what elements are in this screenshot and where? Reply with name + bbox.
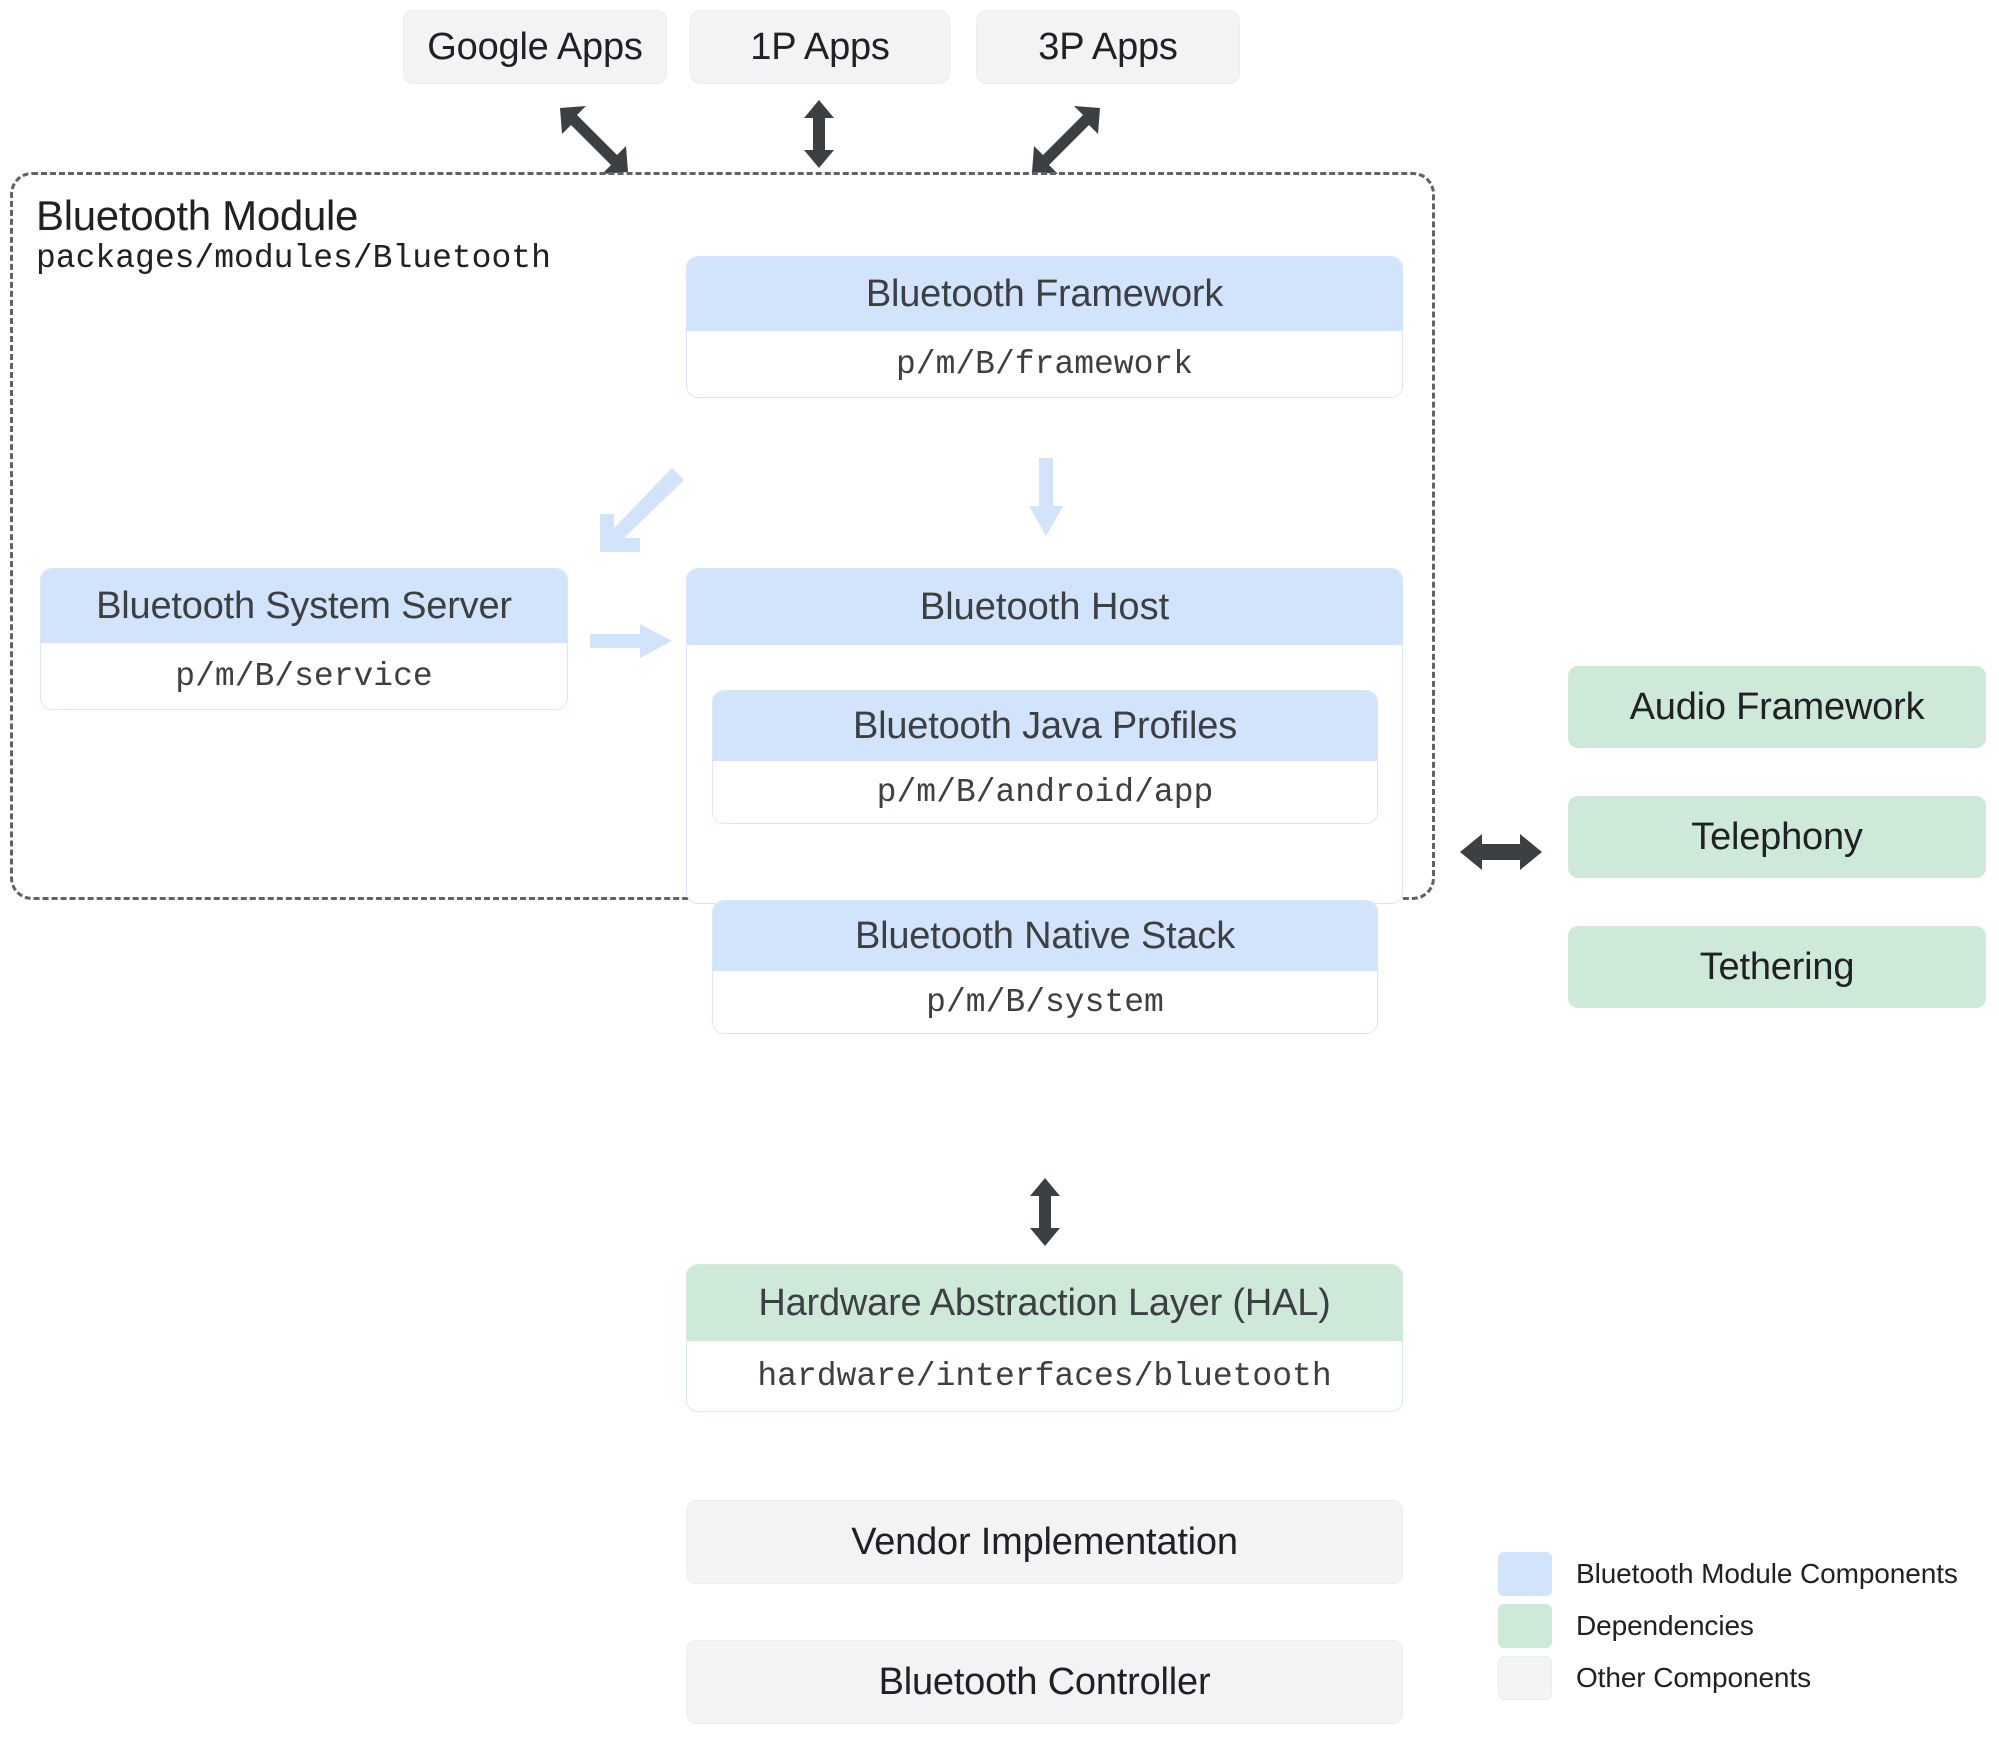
module-title-group: Bluetooth Module packages/modules/Blueto… bbox=[36, 192, 551, 277]
1p-apps-box[interactable]: 1P Apps bbox=[690, 10, 950, 84]
module-title: Bluetooth Module bbox=[36, 192, 359, 239]
3p-apps-label: 3P Apps bbox=[1038, 25, 1178, 68]
dependency-audio-framework-box[interactable]: Audio Framework bbox=[1568, 666, 1986, 748]
legend-label-dependencies: Dependencies bbox=[1576, 1610, 1754, 1641]
legend-label-module-components: Bluetooth Module Components bbox=[1576, 1558, 1958, 1589]
bluetooth-native-stack-path: p/m/B/system bbox=[713, 971, 1377, 1033]
bluetooth-system-server-title: Bluetooth System Server bbox=[41, 569, 567, 643]
framework-to-system-server-diagonal-arrow-icon bbox=[600, 468, 684, 552]
bluetooth-controller-box[interactable]: Bluetooth Controller bbox=[686, 1640, 1403, 1724]
legend-label-other-components: Other Components bbox=[1576, 1662, 1811, 1693]
dependency-telephony-box[interactable]: Telephony bbox=[1568, 796, 1986, 878]
1p-apps-label: 1P Apps bbox=[750, 25, 890, 68]
host-to-dependencies-bidirectional-arrow-icon bbox=[1460, 834, 1542, 870]
bluetooth-system-server-card[interactable]: Bluetooth System Server p/m/B/service bbox=[40, 568, 568, 710]
legend: Bluetooth Module Components Dependencies… bbox=[1498, 1548, 1958, 1704]
bluetooth-java-profiles-card[interactable]: Bluetooth Java Profiles p/m/B/android/ap… bbox=[712, 690, 1378, 824]
legend-swatch-module-components bbox=[1498, 1552, 1552, 1596]
bluetooth-java-profiles-title: Bluetooth Java Profiles bbox=[713, 691, 1377, 761]
dependency-tethering-box[interactable]: Tethering bbox=[1568, 926, 1986, 1008]
legend-row-module-components: Bluetooth Module Components bbox=[1498, 1548, 1958, 1600]
diagonal-nwse-bidirectional-arrow-icon bbox=[560, 106, 628, 174]
bluetooth-controller-label: Bluetooth Controller bbox=[878, 1660, 1211, 1703]
bluetooth-host-title: Bluetooth Host bbox=[687, 569, 1402, 645]
vertical-bidirectional-arrow-icon bbox=[804, 100, 834, 168]
hal-card[interactable]: Hardware Abstraction Layer (HAL) hardwar… bbox=[686, 1264, 1403, 1412]
dependency-telephony-label: Telephony bbox=[1691, 815, 1863, 858]
bluetooth-framework-card[interactable]: Bluetooth Framework p/m/B/framework bbox=[686, 256, 1403, 398]
google-apps-box[interactable]: Google Apps bbox=[403, 10, 667, 84]
hal-title: Hardware Abstraction Layer (HAL) bbox=[687, 1265, 1402, 1341]
hal-path: hardware/interfaces/bluetooth bbox=[687, 1341, 1402, 1411]
module-to-hal-bidirectional-arrow-icon bbox=[1030, 1178, 1060, 1246]
bluetooth-framework-path: p/m/B/framework bbox=[687, 331, 1402, 397]
legend-swatch-other-components bbox=[1498, 1656, 1552, 1700]
module-path: packages/modules/Bluetooth bbox=[36, 240, 551, 277]
framework-to-host-down-arrow-icon bbox=[1029, 458, 1063, 536]
bluetooth-java-profiles-path: p/m/B/android/app bbox=[713, 761, 1377, 823]
bluetooth-native-stack-card[interactable]: Bluetooth Native Stack p/m/B/system bbox=[712, 900, 1378, 1034]
system-server-to-host-right-arrow-icon bbox=[590, 624, 672, 658]
bluetooth-native-stack-title: Bluetooth Native Stack bbox=[713, 901, 1377, 971]
legend-row-other-components: Other Components bbox=[1498, 1652, 1958, 1704]
vendor-implementation-label: Vendor Implementation bbox=[851, 1520, 1238, 1563]
vendor-implementation-box[interactable]: Vendor Implementation bbox=[686, 1500, 1403, 1584]
legend-row-dependencies: Dependencies bbox=[1498, 1600, 1958, 1652]
bluetooth-system-server-path: p/m/B/service bbox=[41, 643, 567, 709]
diagonal-nesw-bidirectional-arrow-icon bbox=[1032, 106, 1100, 174]
google-apps-label: Google Apps bbox=[427, 25, 643, 68]
bluetooth-framework-title: Bluetooth Framework bbox=[687, 257, 1402, 331]
3p-apps-box[interactable]: 3P Apps bbox=[976, 10, 1240, 84]
dependency-audio-framework-label: Audio Framework bbox=[1629, 685, 1925, 728]
dependency-tethering-label: Tethering bbox=[1699, 945, 1855, 988]
legend-swatch-dependencies bbox=[1498, 1604, 1552, 1648]
